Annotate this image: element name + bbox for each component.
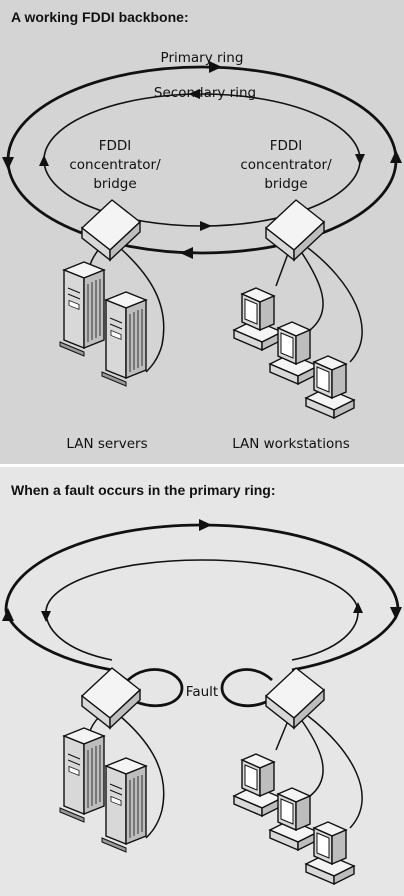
concentrator-right-label-line3: bridge bbox=[264, 176, 307, 192]
wrapped-ring-arrow-icon bbox=[353, 602, 363, 613]
lan-server-icon bbox=[101, 757, 147, 853]
workstation-cable bbox=[307, 715, 363, 829]
primary-ring-arrow-icon bbox=[2, 157, 14, 170]
fault-diagram: Fault bbox=[2, 519, 402, 885]
primary-ring-label: Primary ring bbox=[161, 50, 244, 66]
secondary-ring-label: Secondary ring bbox=[154, 85, 256, 101]
wrapped-ring-arrow-icon bbox=[390, 607, 402, 620]
workstation-cable bbox=[307, 247, 363, 363]
concentrator-left-label-line3: bridge bbox=[93, 176, 136, 192]
wrapped-ring-inner bbox=[45, 559, 359, 661]
primary-ring-arrow-icon bbox=[390, 150, 402, 163]
lan-workstation-icon bbox=[233, 287, 283, 351]
secondary-ring-arrow-icon bbox=[355, 154, 365, 165]
wrapped-ring-arrow-icon bbox=[41, 611, 51, 622]
concentrator-right-icon bbox=[265, 199, 325, 261]
server-cable bbox=[119, 715, 165, 839]
secondary-ring-arrow-icon bbox=[200, 221, 212, 231]
concentrator-right-label-line1: FDDI bbox=[270, 138, 303, 154]
primary-ring-arrow-icon bbox=[180, 247, 193, 259]
lan-server-icon bbox=[59, 261, 105, 357]
concentrator-left-icon bbox=[81, 199, 141, 261]
fault-wrap-loop-left bbox=[127, 668, 184, 708]
secondary-ring-arrow-icon bbox=[39, 155, 49, 166]
server-cable bbox=[119, 247, 165, 373]
lan-server-icon bbox=[59, 727, 105, 823]
primary-ring-arrow-icon bbox=[209, 61, 222, 73]
concentrator-left-label-line2: concentrator/ bbox=[69, 157, 161, 173]
lan-servers-label: LAN servers bbox=[66, 436, 147, 452]
workstation-cable bbox=[299, 717, 324, 797]
working-backbone-heading: A working FDDI backbone: bbox=[11, 9, 189, 25]
fault-wrap-loop-right bbox=[220, 668, 273, 708]
secondary-ring-arrow-icon bbox=[188, 89, 200, 99]
concentrator-right-icon bbox=[265, 667, 325, 729]
workstation-cable bbox=[299, 249, 324, 331]
fault-label: Fault bbox=[186, 684, 218, 700]
fault-heading: When a fault occurs in the primary ring: bbox=[11, 482, 276, 498]
wrapped-ring-arrow-icon bbox=[199, 519, 212, 531]
lan-server-icon bbox=[101, 291, 147, 387]
lan-workstations-label: LAN workstations bbox=[232, 436, 350, 452]
wrapped-ring-arrow-icon bbox=[2, 608, 14, 621]
panel-divider bbox=[0, 464, 404, 467]
working-backbone-diagram: Primary ring Secondary ring FDDI concent… bbox=[2, 50, 402, 452]
lan-workstation-icon bbox=[233, 753, 283, 817]
wrapped-ring-outer bbox=[4, 523, 400, 672]
concentrator-left-label-line1: FDDI bbox=[99, 138, 132, 154]
fault-panel bbox=[0, 466, 404, 896]
concentrator-right-label-line2: concentrator/ bbox=[240, 157, 332, 173]
